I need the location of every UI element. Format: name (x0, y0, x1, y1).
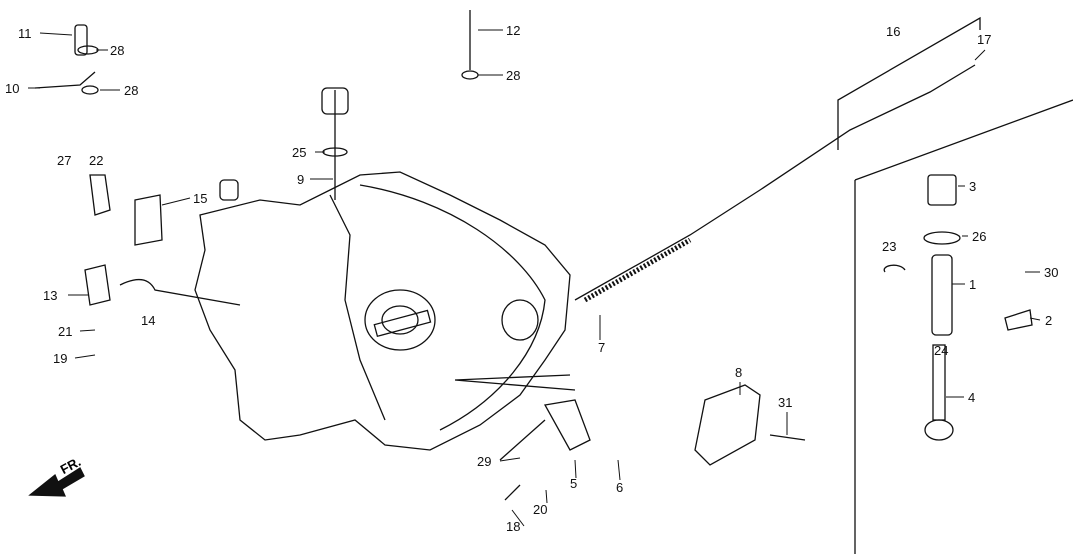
callout-20: 20 (533, 502, 548, 517)
callout-19: 19 (53, 351, 68, 366)
callout-7: 7 (598, 340, 606, 355)
callout-15: 15 (193, 191, 208, 206)
callout-31: 31 (778, 395, 793, 410)
callout-3: 3 (969, 179, 977, 194)
callout-22: 22 (89, 153, 104, 168)
callout-17: 17 (977, 32, 992, 47)
callout-6: 6 (616, 480, 624, 495)
callout-13: 13 (43, 288, 58, 303)
clutch-cable (574, 64, 976, 301)
callout-28: 28 (506, 68, 521, 83)
callout-30: 30 (1044, 265, 1059, 280)
callout-18: 18 (506, 519, 521, 534)
callout-1: 1 (969, 277, 977, 292)
callout-9: 9 (297, 172, 305, 187)
callout-29: 29 (477, 454, 492, 469)
callout-27: 27 (57, 153, 72, 168)
leader-lines (28, 29, 1041, 527)
transmission-housing (194, 171, 571, 451)
callout-12: 12 (506, 23, 521, 38)
callout-16: 16 (886, 24, 901, 39)
callout-5: 5 (570, 476, 578, 491)
callout-21: 21 (58, 324, 73, 339)
callout-25: 25 (292, 145, 307, 160)
callout-23: 23 (882, 239, 897, 254)
callout-24: 24 (934, 343, 949, 358)
callout-28: 28 (124, 83, 139, 98)
callout-8: 8 (735, 365, 743, 380)
callout-11: 11 (18, 26, 32, 41)
callout-2: 2 (1045, 313, 1053, 328)
callout-14: 14 (141, 313, 156, 328)
callout-10: 10 (5, 81, 20, 96)
front-arrow-icon (28, 467, 85, 497)
callout-4: 4 (968, 390, 976, 405)
callout-26: 26 (972, 229, 987, 244)
callout-28: 28 (110, 43, 125, 58)
